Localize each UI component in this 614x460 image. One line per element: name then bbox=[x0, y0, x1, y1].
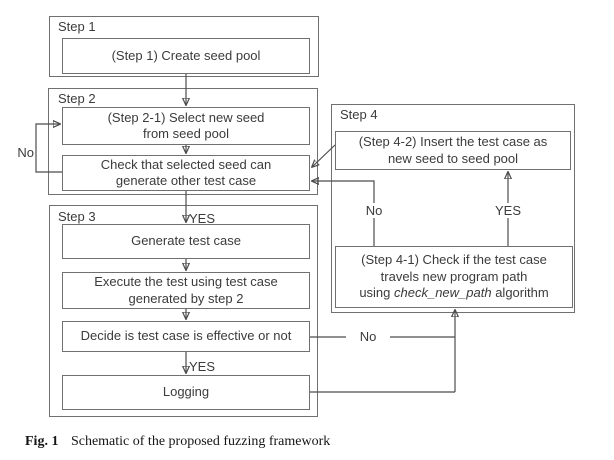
no-label-step41-to-check: No bbox=[360, 203, 388, 218]
generate-test-case-text: Generate test case bbox=[131, 233, 241, 249]
figure-caption: Fig. 1 Schematic of the proposed fuzzing… bbox=[25, 434, 330, 450]
no-label-step2-loop: No bbox=[17, 145, 34, 160]
logging-box: Logging bbox=[62, 375, 310, 410]
figure-caption-label: Fig. 1 bbox=[25, 434, 59, 449]
check-new-path-box: (Step 4-1) Check if the test case travel… bbox=[335, 246, 573, 308]
yes-label-check-to-generate: YES bbox=[189, 211, 216, 226]
create-seed-pool-text: (Step 1) Create seed pool bbox=[111, 47, 261, 63]
check-new-path-algorithm-name: check_new_path bbox=[394, 285, 492, 301]
execute-test-box: Execute the test using test case generat… bbox=[62, 272, 310, 309]
check-new-path-line3-post: algorithm bbox=[491, 285, 549, 301]
step4-label: Step 4 bbox=[340, 107, 378, 122]
insert-seed-line2: new seed to seed pool bbox=[387, 150, 519, 166]
logging-text: Logging bbox=[162, 384, 210, 400]
step2-label: Step 2 bbox=[58, 91, 96, 106]
check-seed-box: Check that selected seed can generate ot… bbox=[62, 155, 310, 191]
no-label-decide-to-step4: No bbox=[346, 329, 390, 344]
insert-seed-line1: (Step 4-2) Insert the test case as bbox=[358, 134, 548, 149]
check-new-path-line1: (Step 4-1) Check if the test case bbox=[361, 252, 547, 268]
decide-effective-box: Decide is test case is effective or not bbox=[62, 321, 310, 352]
check-seed-line2: generate other test case bbox=[115, 173, 257, 188]
decide-effective-text: Decide is test case is effective or not bbox=[80, 328, 292, 344]
check-new-path-line3-pre: using bbox=[359, 285, 395, 301]
insert-seed-box: (Step 4-2) Insert the test case as new s… bbox=[335, 131, 571, 170]
create-seed-pool-box: (Step 1) Create seed pool bbox=[62, 38, 310, 74]
check-new-path-line3: using check_new_path algorithm bbox=[359, 285, 548, 302]
yes-label-decide-to-logging: YES bbox=[189, 359, 216, 374]
generate-test-case-box: Generate test case bbox=[62, 224, 310, 259]
select-new-seed-line2: from seed pool bbox=[143, 126, 229, 141]
execute-test-line1: Execute the test using test case bbox=[94, 274, 278, 289]
select-new-seed-line1: (Step 2-1) Select new seed bbox=[107, 109, 265, 125]
check-seed-line1: Check that selected seed can bbox=[100, 156, 272, 172]
select-new-seed-box: (Step 2-1) Select new seed from seed poo… bbox=[62, 107, 310, 145]
check-new-path-line2: travels new program path bbox=[380, 268, 528, 284]
step1-label: Step 1 bbox=[58, 19, 96, 34]
step3-label: Step 3 bbox=[58, 209, 96, 224]
figure-caption-text: Schematic of the proposed fuzzing framew… bbox=[70, 434, 331, 449]
execute-test-line2: generated by step 2 bbox=[128, 290, 244, 306]
yes-label-step41-to-step42: YES bbox=[489, 203, 527, 218]
